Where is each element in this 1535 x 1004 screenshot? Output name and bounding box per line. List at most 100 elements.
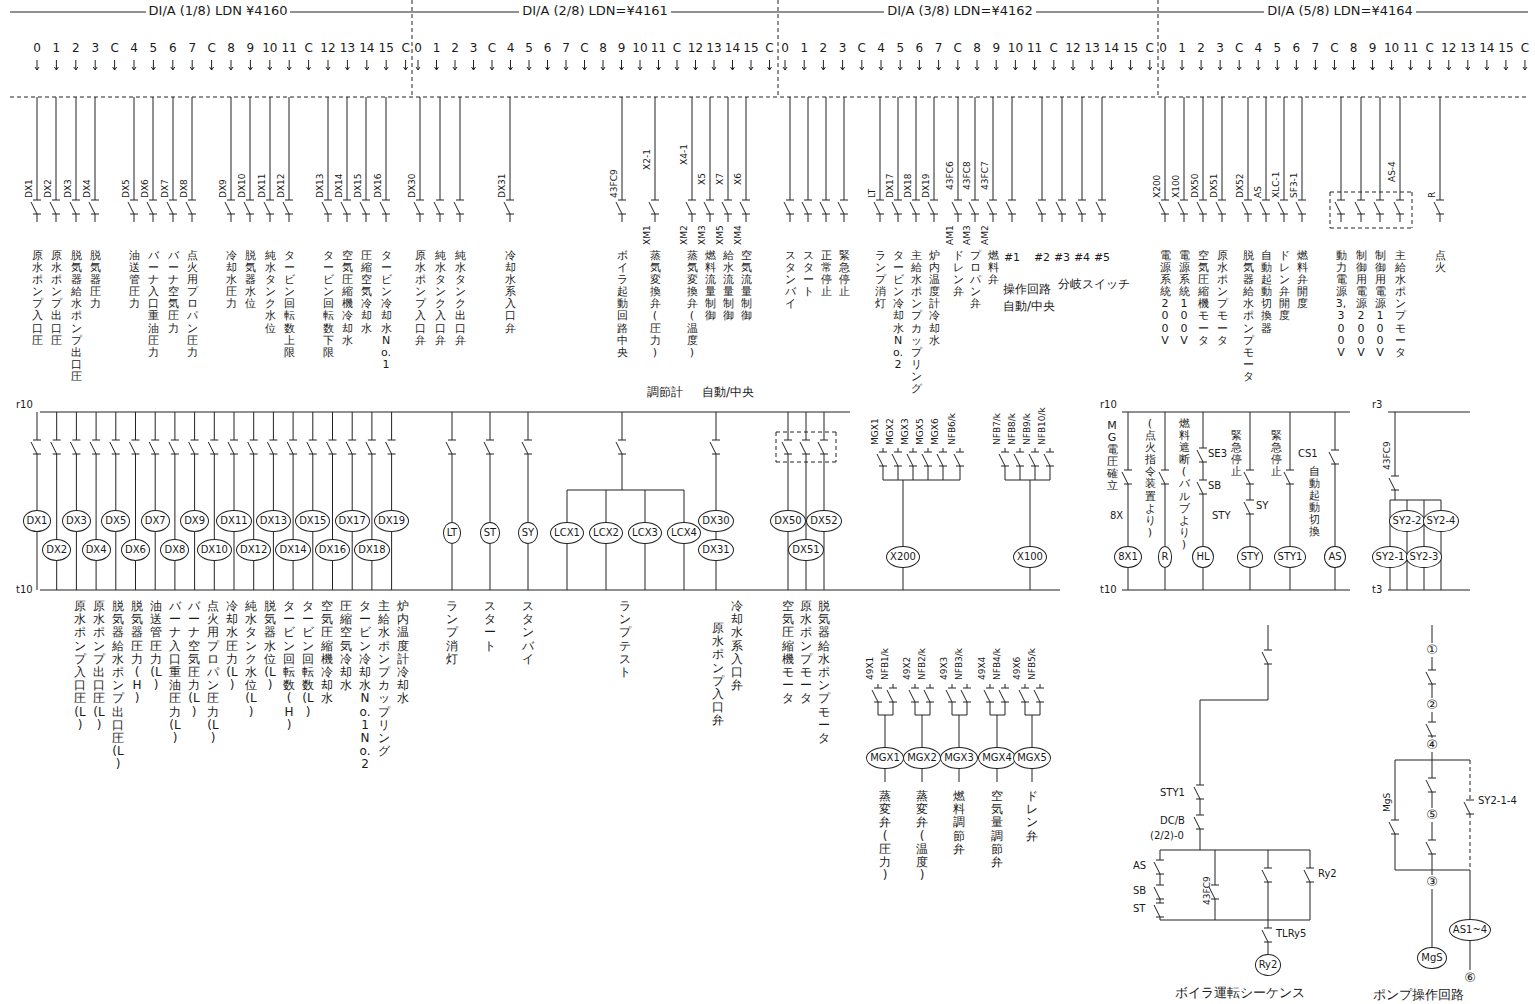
wire-line xyxy=(1220,67,1222,70)
wire-line xyxy=(1012,97,1013,200)
wire-line xyxy=(510,97,511,200)
wire-line xyxy=(1302,97,1303,200)
contact-tag: AS-4 xyxy=(1387,161,1397,182)
wire-line xyxy=(1424,500,1425,590)
wire-line xyxy=(1034,60,1035,70)
label-text: (2/2)-0 xyxy=(1150,830,1184,842)
wire-line xyxy=(1284,472,1290,484)
signal-name: 主給水ポンプカップリング xyxy=(911,250,922,395)
wire-line xyxy=(784,202,790,214)
wire-line xyxy=(37,214,38,222)
wire-line xyxy=(1400,97,1401,200)
relay-coil: AS xyxy=(1324,546,1345,568)
wire-line xyxy=(1262,870,1268,882)
terminal-number: 4 xyxy=(1254,42,1262,56)
signal-name: 脱気器給水ポンプ出口圧(L) xyxy=(112,600,124,771)
wire-line xyxy=(293,412,294,440)
signal-name: 燃料弁開度 xyxy=(1297,250,1308,310)
contact-tag: 49X2 xyxy=(902,657,912,680)
wire-line xyxy=(883,448,884,452)
wire-line xyxy=(1199,200,1207,201)
wire-line xyxy=(934,97,935,200)
wire-line xyxy=(677,67,679,70)
wire-line xyxy=(420,97,421,200)
wire-line xyxy=(712,440,720,441)
wire-line xyxy=(969,202,975,214)
wire-line xyxy=(1203,97,1204,200)
wire-line xyxy=(1466,800,1474,801)
wire-line xyxy=(820,440,828,441)
wire-line xyxy=(153,214,154,222)
wire-line xyxy=(1156,903,1164,904)
wire-line xyxy=(806,412,807,440)
wire-line xyxy=(234,412,235,440)
wire-line xyxy=(134,97,135,200)
wire-line xyxy=(414,202,420,214)
label-text: 8X xyxy=(1110,510,1123,522)
wire-line xyxy=(898,214,899,222)
wire-line xyxy=(75,60,76,70)
terminal-number: C xyxy=(1426,42,1434,56)
terminal-number: 11 xyxy=(651,42,666,56)
wire-line xyxy=(289,60,290,70)
wire-line xyxy=(894,452,902,453)
wire-line xyxy=(1244,472,1250,484)
signal-name: 脱気器給水ポンプ出口圧 xyxy=(71,250,82,383)
wire-line xyxy=(1199,448,1207,449)
label-text: SY xyxy=(1256,500,1268,512)
wire-line xyxy=(910,202,916,214)
wire-line xyxy=(1012,214,1013,222)
wire-line xyxy=(1122,472,1128,484)
wire-line xyxy=(704,202,710,214)
relay-coil: R xyxy=(1158,546,1173,568)
wire-line xyxy=(872,690,878,702)
wire-line xyxy=(1525,67,1527,70)
wire-line xyxy=(993,97,994,200)
wire-line xyxy=(1203,462,1204,480)
wire-line xyxy=(1215,850,1216,885)
wire-line xyxy=(70,202,76,214)
wire-line xyxy=(76,97,77,200)
wire-line xyxy=(649,202,655,214)
wire-line xyxy=(37,412,38,440)
coil-name: DX31 xyxy=(702,544,729,555)
label-text: 調節計 xyxy=(647,386,683,400)
wire-line xyxy=(1042,214,1043,222)
wire-line xyxy=(878,702,879,715)
wire-line xyxy=(386,442,392,454)
terminal-number: 1 xyxy=(800,42,808,56)
label-text: 自動/中央 xyxy=(1003,300,1055,314)
terminal-number: C xyxy=(1050,42,1058,56)
label-text: r10 xyxy=(1100,399,1117,411)
contact-tag: XLC-1 xyxy=(1271,172,1281,198)
wire-line xyxy=(386,214,387,222)
wire-line xyxy=(1184,214,1185,222)
contact-tag: DX7 xyxy=(160,179,170,198)
wire-line xyxy=(585,67,587,70)
wire-line xyxy=(474,67,476,70)
coil-name: LCX4 xyxy=(671,527,697,538)
terminal-number: 14 xyxy=(725,42,740,56)
relay-coil: SY2-2 xyxy=(1389,510,1426,532)
wire-line xyxy=(826,214,827,222)
signal-name: 炉内温度計冷却水 xyxy=(929,250,940,347)
signal-name: 空気圧縮機冷却水 xyxy=(342,250,353,347)
relay-coil: ST xyxy=(480,522,500,544)
wire-line xyxy=(1330,192,1331,228)
wire-line xyxy=(1239,60,1240,70)
wire-line xyxy=(1380,214,1381,222)
wire-line xyxy=(95,67,97,70)
wire-line xyxy=(173,214,174,222)
wire-line xyxy=(954,200,962,201)
wire-line xyxy=(616,202,622,214)
wire-line xyxy=(862,67,864,70)
wire-line xyxy=(843,67,845,70)
signal-name: 原水ポンプモータ xyxy=(1217,250,1228,347)
wire-line xyxy=(1487,67,1489,70)
wire-line xyxy=(1248,97,1249,200)
wire-line xyxy=(659,67,661,70)
wire-line xyxy=(1429,60,1430,70)
wire-line xyxy=(460,97,461,200)
wire-line xyxy=(1001,688,1009,689)
wire-line xyxy=(225,202,231,214)
